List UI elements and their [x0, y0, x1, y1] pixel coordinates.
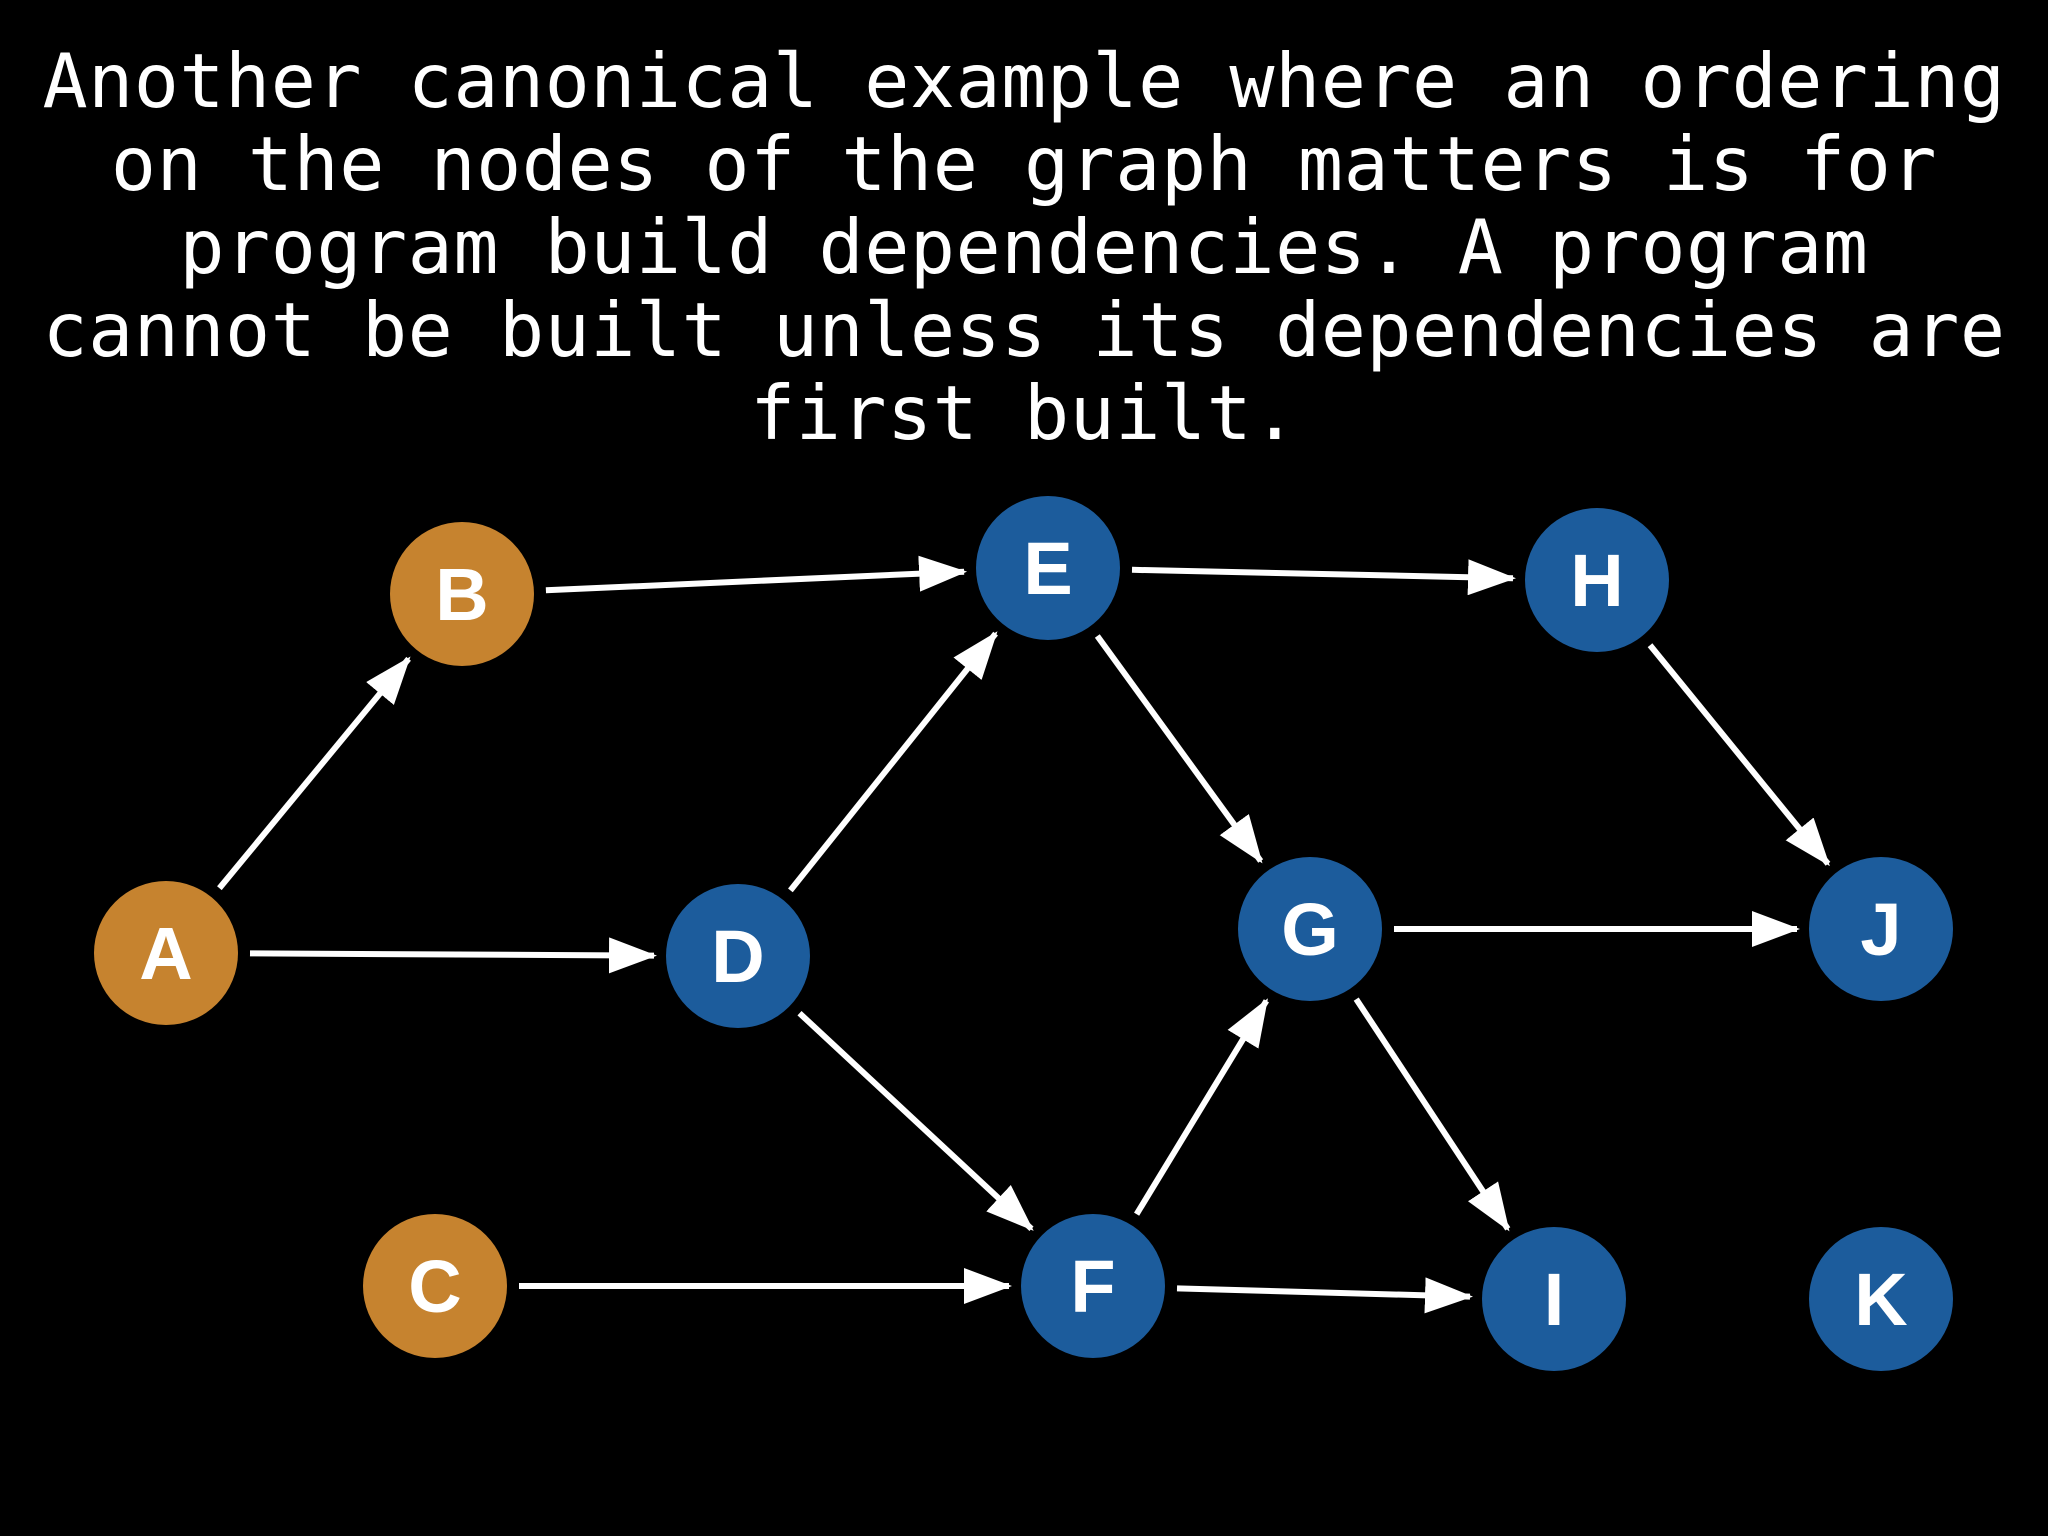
- edge-f-to-i: [1176, 1277, 1473, 1314]
- node-label: C: [408, 1245, 461, 1328]
- node-g: G: [1238, 857, 1382, 1001]
- node-c: C: [363, 1214, 507, 1358]
- node-label: B: [435, 553, 488, 636]
- node-circle: [666, 884, 810, 1028]
- node-b: B: [390, 522, 534, 666]
- node-circle: [976, 496, 1120, 640]
- node-label: K: [1854, 1258, 1907, 1341]
- edges-layer: [217, 555, 1831, 1314]
- node-label: I: [1544, 1258, 1565, 1341]
- node-circle: [1021, 1214, 1165, 1358]
- edge-e-to-g: [1094, 634, 1264, 864]
- edge-d-to-f: [797, 1011, 1034, 1231]
- node-circle: [1482, 1227, 1626, 1371]
- node-circle: [1525, 508, 1669, 652]
- node-d: D: [666, 884, 810, 1028]
- edge-e-to-h: [1131, 559, 1516, 596]
- caption-text: Another canonical example where an order…: [42, 37, 2006, 457]
- node-h: H: [1525, 508, 1669, 652]
- node-circle: [94, 881, 238, 1025]
- node-label: G: [1281, 888, 1339, 971]
- node-circle: [1809, 857, 1953, 1001]
- node-i: I: [1482, 1227, 1626, 1371]
- node-circle: [363, 1214, 507, 1358]
- edge-d-to-e: [788, 631, 998, 893]
- node-label: E: [1023, 527, 1072, 610]
- edge-b-to-e: [545, 555, 968, 594]
- node-label: D: [711, 915, 764, 998]
- node-e: E: [976, 496, 1120, 640]
- node-label: F: [1070, 1245, 1115, 1328]
- node-circle: [1238, 857, 1382, 1001]
- edge-a-to-d: [249, 937, 657, 974]
- edge-f-to-g: [1134, 998, 1269, 1216]
- node-k: K: [1809, 1227, 1953, 1371]
- edge-a-to-b: [217, 656, 411, 891]
- edge-g-to-i: [1353, 997, 1511, 1232]
- node-a: A: [94, 881, 238, 1025]
- nodes-layer: A B C D E F G H I J K: [94, 496, 1953, 1371]
- node-j: J: [1809, 857, 1953, 1001]
- node-circle: [1809, 1227, 1953, 1371]
- node-label: J: [1860, 888, 1901, 971]
- node-circle: [390, 522, 534, 666]
- node-label: H: [1570, 539, 1623, 622]
- edge-h-to-j: [1647, 643, 1831, 867]
- node-f: F: [1021, 1214, 1165, 1358]
- node-label: A: [139, 912, 192, 995]
